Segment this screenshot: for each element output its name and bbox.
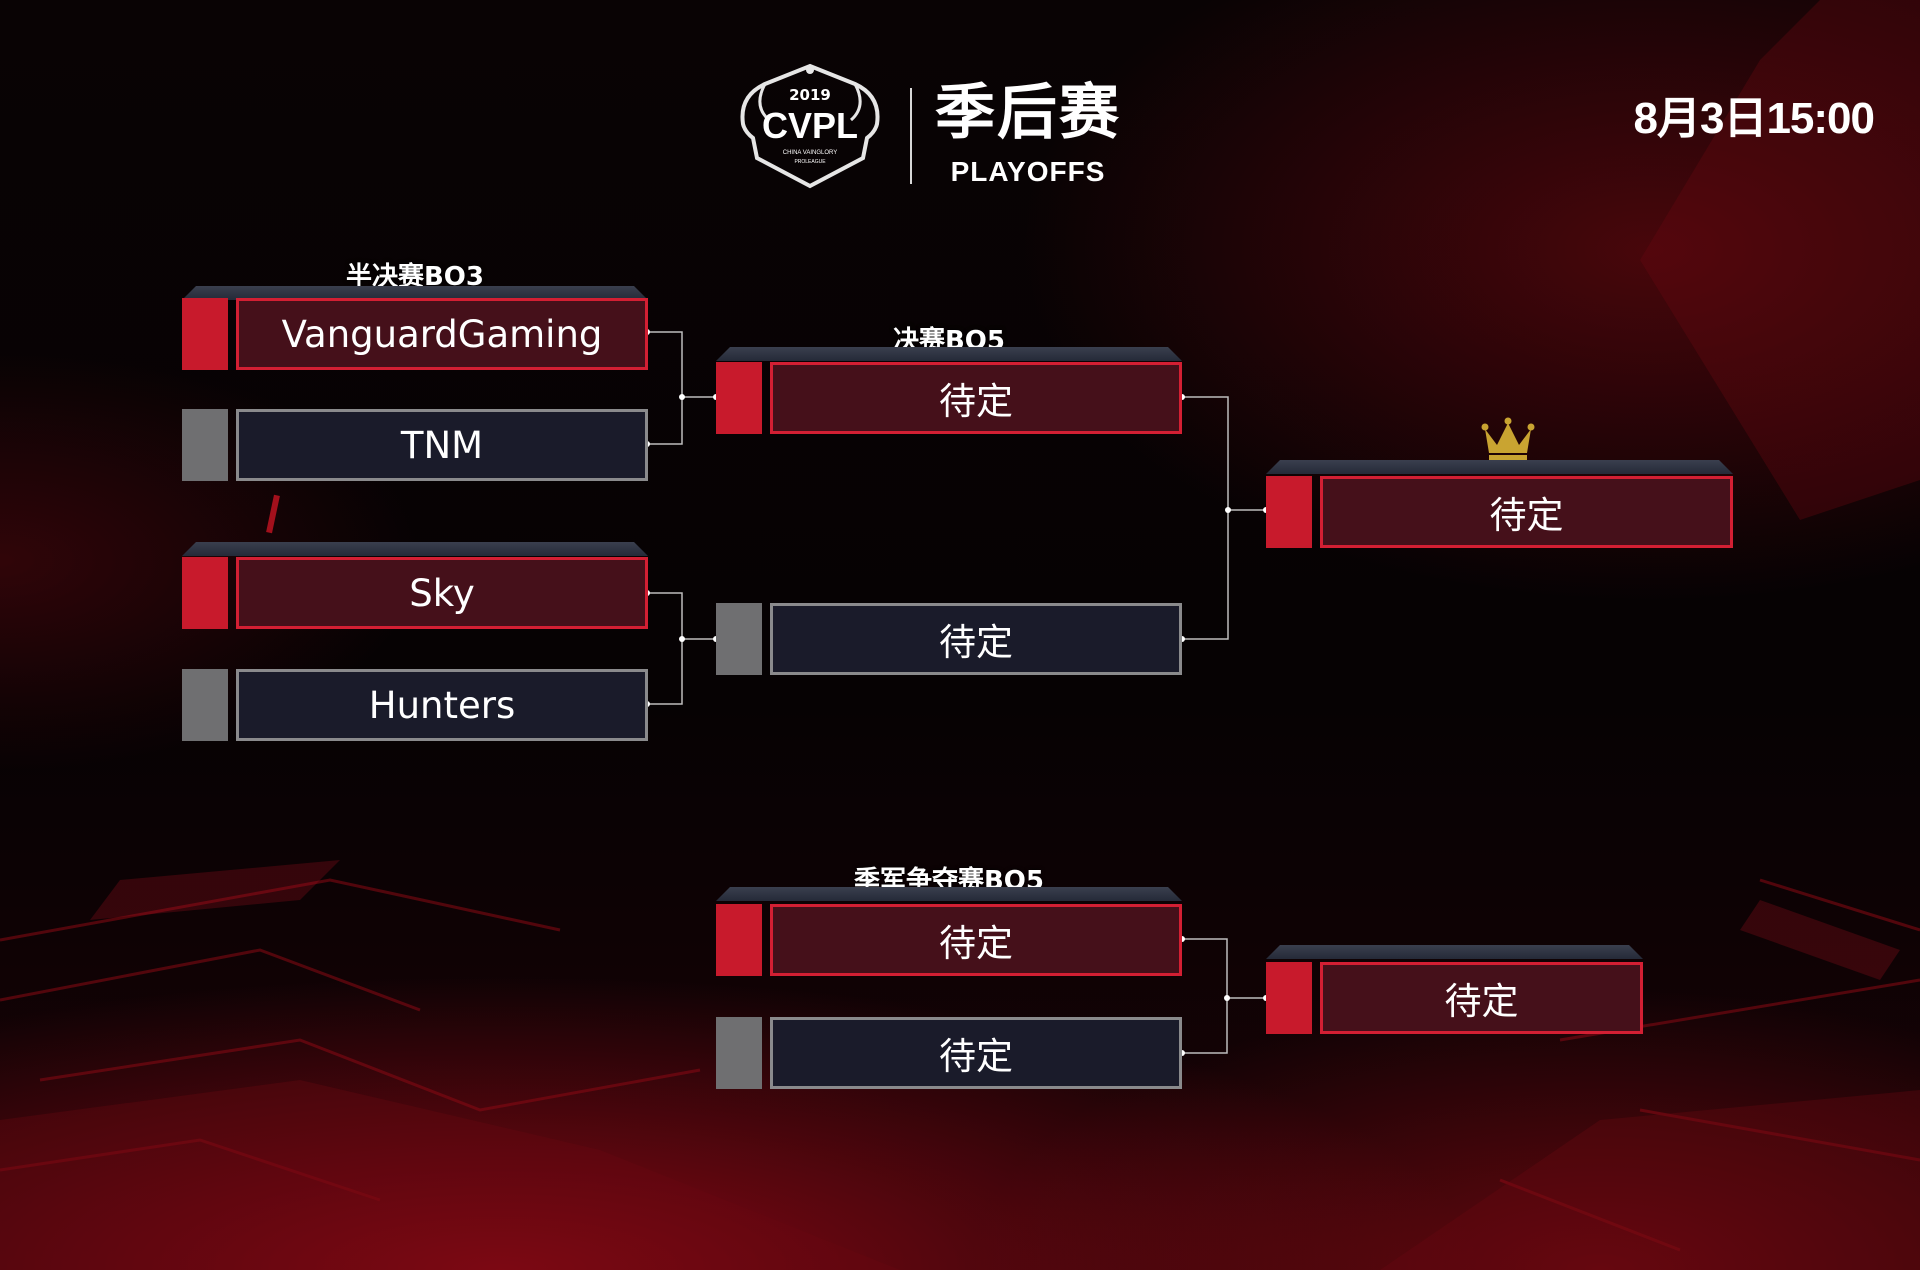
team-box: Sky <box>236 557 648 629</box>
logo-divider <box>910 88 912 184</box>
slot-third-place-bottom[interactable]: 待定 <box>716 1017 1182 1089</box>
team-marker <box>182 298 228 370</box>
slot-champion[interactable]: 待定 <box>1266 476 1733 548</box>
team-name: Hunters <box>368 683 516 727</box>
team-name: 待定 <box>1444 980 1519 1023</box>
slot-third-place-top[interactable]: 待定 <box>716 904 1182 976</box>
slot-final-bottom[interactable]: 待定 <box>716 603 1182 675</box>
cvpl-logo: 2019 CVPL CHINA VAINGLORY PROLEAGUE <box>740 63 880 189</box>
team-name: Sky <box>409 571 475 615</box>
title-chinese: 季后赛 <box>935 78 1121 148</box>
team-name: VanguardGaming <box>281 312 603 356</box>
logo-name: CVPL <box>762 105 858 146</box>
logo-year: 2019 <box>789 86 831 104</box>
crown-icon <box>1481 417 1535 460</box>
slot-final-top[interactable]: 待定 <box>716 362 1182 434</box>
third-place-winner-cap <box>1266 945 1643 959</box>
team-box: VanguardGaming <box>236 298 648 370</box>
team-box: 待定 <box>1320 962 1643 1034</box>
team-box: 待定 <box>1320 476 1733 548</box>
team-name: 待定 <box>939 922 1013 965</box>
slot-semifinal-1-bottom[interactable]: TNM <box>182 409 648 481</box>
team-name: 待定 <box>1489 494 1564 537</box>
team-box: Hunters <box>236 669 648 741</box>
team-marker <box>182 409 228 481</box>
slot-semifinal-2-top[interactable]: Sky <box>182 557 648 629</box>
logo-sub1: CHINA VAINGLORY <box>783 150 837 156</box>
final-cap <box>716 347 1182 361</box>
title-english: PLAYOFFS <box>950 156 1106 187</box>
team-marker <box>716 904 762 976</box>
champion-cap <box>1266 460 1733 474</box>
semifinal-cap-2 <box>182 542 648 556</box>
slot-semifinal-1-top[interactable]: VanguardGaming <box>182 298 648 370</box>
team-marker <box>716 603 762 675</box>
third-place-cap <box>716 887 1182 901</box>
team-marker <box>182 669 228 741</box>
header: 2019 CVPL CHINA VAINGLORY PROLEAGUE 季后赛 … <box>0 0 1920 200</box>
team-marker <box>1266 962 1312 1034</box>
team-marker <box>182 557 228 629</box>
team-box: 待定 <box>770 362 1182 434</box>
team-name: 待定 <box>939 380 1013 423</box>
semifinal-cap-1 <box>182 286 648 300</box>
team-marker <box>716 362 762 434</box>
team-name: TNM <box>400 423 484 467</box>
slot-semifinal-2-bottom[interactable]: Hunters <box>182 669 648 741</box>
team-marker <box>716 1017 762 1089</box>
logo-sub2: PROLEAGUE <box>794 159 826 165</box>
team-name: 待定 <box>939 621 1013 664</box>
team-box: 待定 <box>770 904 1182 976</box>
match-date: 8月3日15:00 <box>1633 94 1875 143</box>
team-box: 待定 <box>770 603 1182 675</box>
team-marker <box>1266 476 1312 548</box>
team-name: 待定 <box>939 1035 1013 1078</box>
team-box: TNM <box>236 409 648 481</box>
team-box: 待定 <box>770 1017 1182 1089</box>
slot-third-place-winner[interactable]: 待定 <box>1266 962 1643 1034</box>
